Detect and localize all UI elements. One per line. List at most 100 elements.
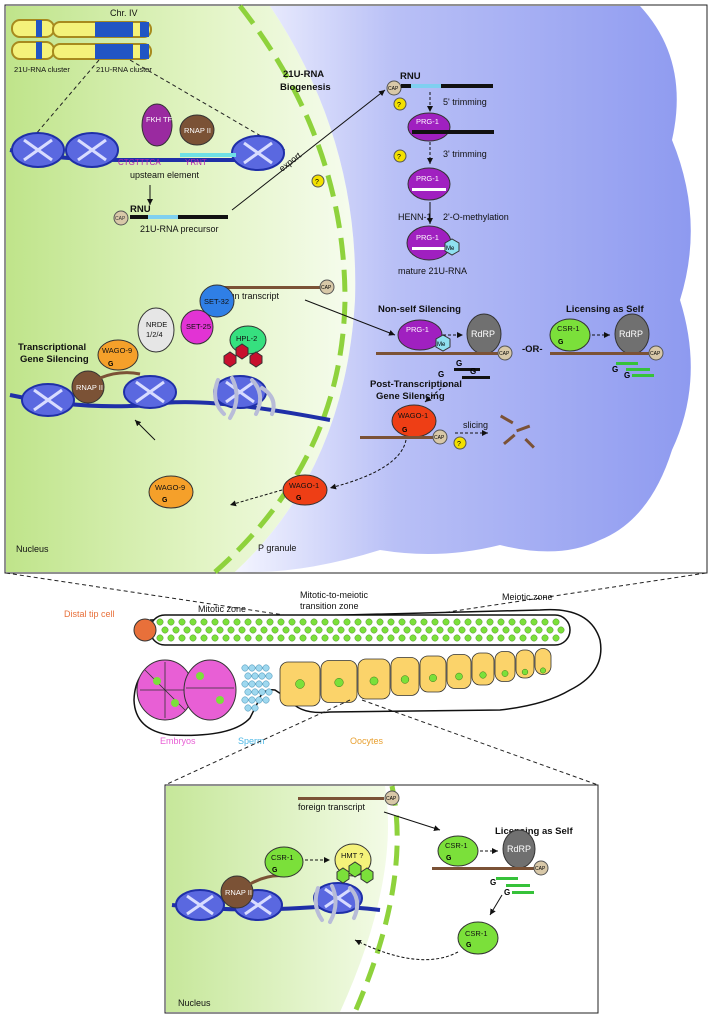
germ-cell (431, 634, 439, 642)
germ-cell (343, 634, 351, 642)
foreign-label-bottom: foreign transcript (298, 802, 366, 812)
germ-cell (409, 634, 417, 642)
germ-cell (282, 626, 290, 634)
bottom-panel: CAP foreign transcript Licensing as Self… (164, 784, 599, 1014)
cluster-label-left: 21U-RNA cluster (14, 65, 70, 74)
or-label: -OR- (522, 344, 543, 355)
motif-right: YRNT (185, 158, 207, 167)
germ-cell (442, 618, 450, 626)
germ-cell (227, 626, 235, 634)
question-marker-export (311, 174, 325, 188)
nonself-title: Non-self Silencing (378, 304, 461, 315)
oocyte-nucleus (501, 670, 509, 677)
licensing-title-top: Licensing as Self (566, 304, 644, 315)
germ-cell (315, 626, 323, 634)
nucleosome-tgs-1 (21, 383, 75, 417)
prg1-step1-label: PRG-1 (416, 117, 439, 126)
prg1-mature-label: PRG-1 (416, 233, 439, 242)
sperm-cell (255, 696, 263, 704)
germ-cell (464, 634, 472, 642)
germ-cell (475, 634, 483, 642)
germ-cell (211, 634, 219, 642)
chromosome-iv (11, 19, 152, 60)
nucleosome-2 (65, 132, 119, 168)
nucleus-label-bottom: Nucleus (178, 998, 211, 1008)
sperm-cell (241, 664, 249, 672)
germ-cell (189, 634, 197, 642)
distal-tip-label: Distal tip cell (64, 609, 115, 619)
rnap-ii-tgs (71, 370, 105, 404)
transition-label-1: Mitotic-to-meiotic (300, 590, 369, 600)
germ-cell (288, 634, 296, 642)
tgs-title-1: Transcriptional (18, 342, 86, 353)
germ-cell (381, 626, 389, 634)
germ-cell (194, 626, 202, 634)
germ-cell (519, 634, 527, 642)
germ-cell (524, 626, 532, 634)
g-wago9-tgs: G (108, 361, 114, 368)
p-granule-label: P granule (258, 543, 296, 553)
fkh-tf-label: FKH TF (146, 115, 173, 124)
trim3-label: 3' trimming (443, 149, 487, 159)
germ-cell (491, 626, 499, 634)
g-licensing-top-2: G (624, 371, 630, 380)
germ-cell (513, 626, 521, 634)
germ-cell (519, 618, 527, 626)
sperm-cell (248, 680, 256, 688)
germ-cell (167, 618, 175, 626)
germ-cell (216, 626, 224, 634)
germ-cell (156, 634, 164, 642)
rnu-label-precursor: RNU (130, 204, 151, 215)
top-panel: Chr. IV 21U-RNA cluster 21U-RNA cluster … (4, 4, 708, 574)
rnu-label-granule: RNU (400, 71, 421, 82)
germ-cell (425, 626, 433, 634)
germ-cell (222, 634, 230, 642)
g-licensing-top-1: G (612, 365, 618, 374)
germ-cell (502, 626, 510, 634)
set32-protein (199, 284, 235, 318)
germ-cell (178, 618, 186, 626)
sperm-cell (241, 680, 249, 688)
sperm-cell (262, 696, 270, 704)
methylation-label: 2'-O-methylation (443, 212, 509, 222)
ptgs-title-2: Gene Silencing (376, 391, 445, 402)
germ-cell (486, 634, 494, 642)
germ-cell (557, 626, 565, 634)
rnap-ii-bottom (220, 875, 254, 909)
germ-cell (161, 626, 169, 634)
germ-cell (348, 626, 356, 634)
question-slicing: ? (457, 441, 461, 448)
oocyte-nucleus (455, 672, 463, 681)
nrde-label-1: NRDE (146, 320, 167, 329)
germ-cell (321, 618, 329, 626)
germ-cell (211, 618, 219, 626)
methyl-marks-tgs (223, 343, 263, 368)
germ-cell (266, 634, 274, 642)
germ-cell (266, 618, 274, 626)
germ-cell (326, 626, 334, 634)
sperm-cell (262, 680, 270, 688)
csr1-chromatin (264, 846, 304, 878)
germ-cell (442, 634, 450, 642)
p-granule-region (235, 6, 691, 573)
oocyte (419, 655, 447, 693)
germ-cell (310, 618, 318, 626)
g-wago1-ptgs: G (402, 427, 408, 434)
germ-cell (376, 634, 384, 642)
germ-cell (486, 618, 494, 626)
embryos-label: Embryos (160, 736, 196, 746)
germ-cell (464, 618, 472, 626)
prg1-nonself-label: PRG-1 (406, 325, 429, 334)
g-wago9-return: G (162, 497, 168, 504)
g-nonself-3: G (438, 370, 444, 379)
germ-cell (552, 618, 560, 626)
germ-cell (271, 626, 279, 634)
g-bottom-1: G (490, 878, 496, 887)
oocyte-nucleus (479, 671, 487, 679)
sperm-cell (251, 688, 259, 696)
germ-cell (178, 634, 186, 642)
germ-cell (172, 626, 180, 634)
germ-cell (414, 626, 422, 634)
prg1-mature (406, 225, 452, 261)
